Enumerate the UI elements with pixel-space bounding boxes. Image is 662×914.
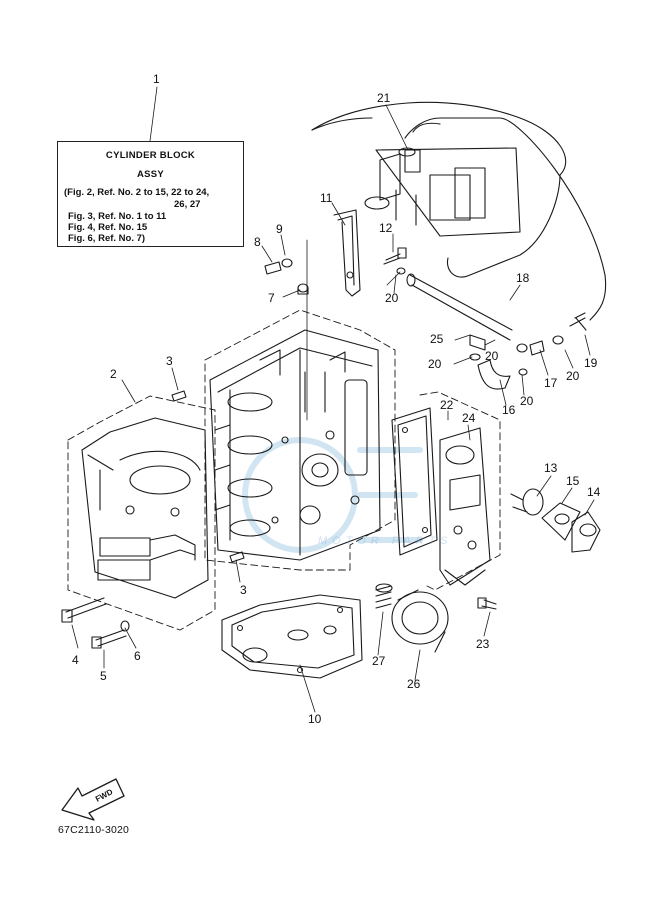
info-ref-line-1: (Fig. 2, Ref. No. 2 to 15, 22 to 24,: [64, 187, 210, 198]
callout-20: 20: [385, 291, 399, 305]
callout-6: 6: [134, 649, 141, 663]
thermostat-cover: [439, 427, 491, 586]
callout-20: 20: [520, 394, 534, 408]
callout-11: 11: [320, 191, 333, 205]
exhaust-gasket: [391, 407, 438, 556]
small-fasteners: [61, 247, 497, 649]
callout-16: 16: [502, 403, 516, 417]
callout-5: 5: [100, 669, 107, 683]
callout-4: 4: [72, 653, 79, 667]
callout-24: 24: [462, 411, 476, 425]
callout-7: 7: [268, 291, 275, 305]
callout-3: 3: [166, 354, 173, 368]
callout-3: 3: [240, 583, 247, 597]
info-title: CYLINDER BLOCK: [105, 150, 196, 161]
info-ref-line-2: 26, 27: [174, 199, 201, 210]
crankcase: [81, 417, 209, 599]
callout-10: 10: [308, 712, 322, 726]
info-subtitle: ASSY: [136, 169, 165, 180]
assembly-info-box: CYLINDER BLOCK ASSY (Fig. 2, Ref. No. 2 …: [57, 141, 244, 247]
bracket: [333, 209, 361, 297]
thermostat-parts: [510, 488, 601, 553]
callout-20: 20: [566, 369, 580, 383]
callout-21: 21: [377, 91, 391, 105]
callout-18: 18: [516, 271, 530, 285]
callout-1: 1: [153, 72, 160, 86]
callout-27: 27: [372, 654, 386, 668]
oil-filter-and-spring: [375, 583, 449, 653]
document-code: 67C2110-3020: [58, 824, 130, 836]
hoses-and-fittings: [406, 273, 587, 390]
info-ref-line-4: Fig. 4, Ref. No. 15: [68, 222, 148, 233]
callout-15: 15: [566, 474, 580, 488]
callout-14: 14: [587, 485, 601, 499]
callout-9: 9: [276, 222, 283, 236]
cylinder-block: [209, 329, 381, 561]
callout-13: 13: [544, 461, 558, 475]
watermark-text: MOTOR PARTS: [318, 535, 453, 547]
callout-8: 8: [254, 235, 261, 249]
callout-17: 17: [544, 376, 558, 390]
callout-12: 12: [379, 221, 393, 235]
fwd-arrow-icon: [61, 778, 125, 821]
callout-23: 23: [476, 637, 490, 651]
callout-20: 20: [485, 349, 499, 363]
callout-19: 19: [584, 356, 598, 370]
callout-2: 2: [110, 367, 117, 381]
callout-22: 22: [440, 398, 454, 412]
engine-cowling: [311, 101, 607, 321]
info-ref-line-3: Fig. 3, Ref. No. 1 to 11: [68, 211, 167, 222]
callout-20: 20: [428, 357, 442, 371]
callout-25: 25: [430, 332, 444, 346]
info-ref-line-5: Fig. 6, Ref. No. 7): [68, 233, 146, 244]
gasket-plate: [221, 594, 363, 679]
callout-26: 26: [407, 677, 421, 691]
